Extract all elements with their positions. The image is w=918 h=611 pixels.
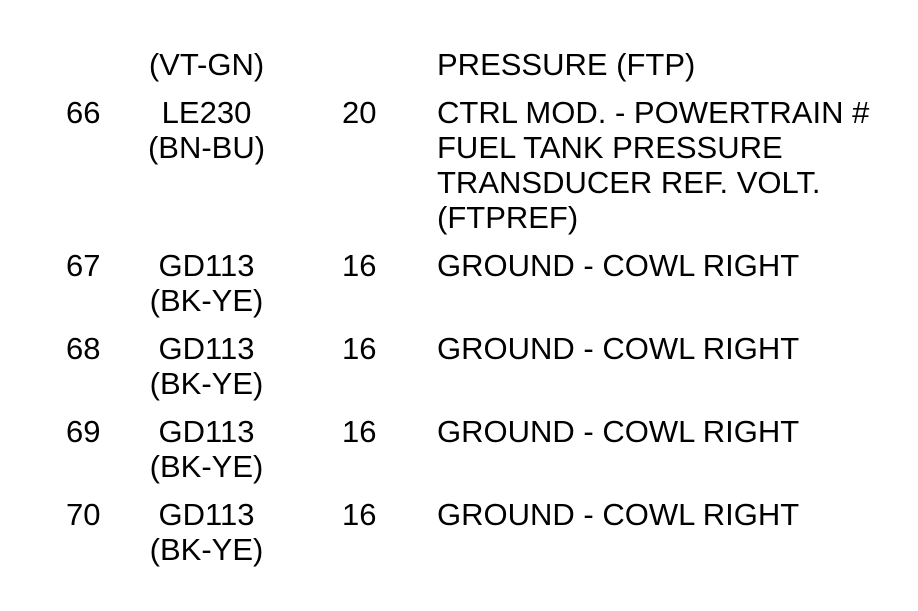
pin-number: 67	[66, 248, 101, 283]
description-line: GROUND - COWL RIGHT	[437, 497, 800, 532]
table-row: (VT-GN) PRESSURE (FTP)	[0, 47, 918, 82]
wire-color: (VT-GN)	[148, 47, 265, 82]
wire-color: (BK-YE)	[149, 283, 264, 318]
pin-number: 70	[66, 497, 101, 532]
description-line: GROUND - COWL RIGHT	[437, 414, 800, 449]
circuit-cell: GD113 (BK-YE)	[130, 331, 283, 401]
circuit-cell: GD113 (BK-YE)	[130, 414, 283, 484]
description-line: CTRL MOD. - POWERTRAIN #	[437, 95, 870, 130]
wire-color: (BK-YE)	[149, 449, 264, 484]
pin-number: 66	[66, 95, 101, 130]
wire-color: (BK-YE)	[149, 532, 264, 567]
description-cell: GROUND - COWL RIGHT	[437, 248, 918, 318]
description-line: GROUND - COWL RIGHT	[437, 331, 800, 366]
description-cell: GROUND - COWL RIGHT	[437, 497, 918, 567]
wire-gauge: 16	[342, 414, 377, 449]
description-line: TRANSDUCER REF. VOLT.	[437, 165, 821, 200]
wire-gauge: 16	[342, 248, 377, 283]
wire-color: (BK-YE)	[149, 366, 264, 401]
table-row: 68 GD113 (BK-YE) 16 GROUND - COWL RIGHT	[0, 331, 918, 401]
description-cell: PRESSURE (FTP)	[437, 47, 918, 82]
wire-gauge	[283, 47, 437, 82]
circuit-cell: GD113 (BK-YE)	[130, 497, 283, 567]
table-row: 69 GD113 (BK-YE) 16 GROUND - COWL RIGHT	[0, 414, 918, 484]
description-line: FUEL TANK PRESSURE	[437, 130, 783, 165]
table-row: 66 LE230 (BN-BU) 20 CTRL MOD. - POWERTRA…	[0, 95, 918, 235]
circuit-code: GD113	[158, 248, 255, 283]
description-cell: GROUND - COWL RIGHT	[437, 331, 918, 401]
pin-number: 68	[66, 331, 101, 366]
description-cell: CTRL MOD. - POWERTRAIN # FUEL TANK PRESS…	[437, 95, 918, 235]
pin-number: 69	[66, 414, 101, 449]
wire-gauge: 16	[342, 331, 377, 366]
circuit-code: GD113	[158, 497, 255, 532]
wire-gauge: 20	[342, 95, 377, 130]
table-row: 67 GD113 (BK-YE) 16 GROUND - COWL RIGHT	[0, 248, 918, 318]
circuit-cell: (VT-GN)	[130, 47, 283, 82]
pin-number	[0, 47, 130, 82]
circuit-cell: GD113 (BK-YE)	[130, 248, 283, 318]
table-row: 70 GD113 (BK-YE) 16 GROUND - COWL RIGHT	[0, 497, 918, 567]
circuit-code: GD113	[158, 331, 255, 366]
circuit-code: GD113	[158, 414, 255, 449]
description-line: PRESSURE (FTP)	[437, 47, 696, 82]
description-cell: GROUND - COWL RIGHT	[437, 414, 918, 484]
description-line: (FTPREF)	[437, 200, 579, 235]
wire-color: (BN-BU)	[147, 130, 266, 165]
circuit-code: LE230	[161, 95, 252, 130]
description-line: GROUND - COWL RIGHT	[437, 248, 800, 283]
wire-gauge: 16	[342, 497, 377, 532]
circuit-cell: LE230 (BN-BU)	[130, 95, 283, 235]
